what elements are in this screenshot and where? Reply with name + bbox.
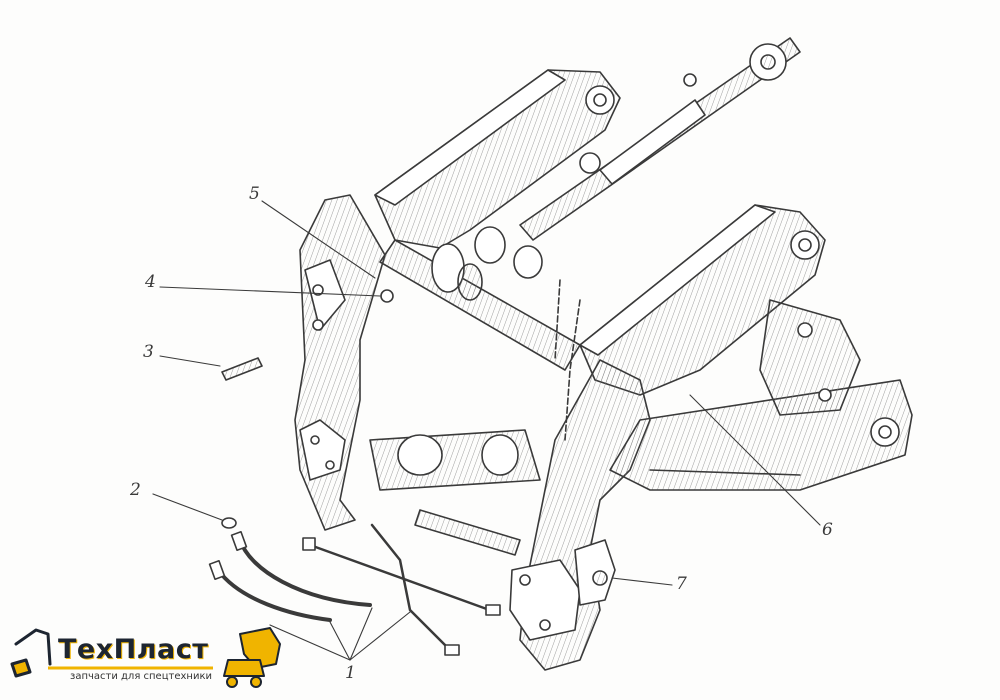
gear-housing [759,299,861,416]
callout-1: 1 [345,663,356,683]
excavator-icon [10,627,281,688]
washer [221,517,237,529]
callout-2: 2 [130,480,141,500]
pin [221,357,263,381]
check-chain [554,279,581,441]
left-side-bracket [294,194,386,531]
top-link-rod [519,37,801,241]
brand-logo: ТехПласт запчасти для спецтехники [8,624,300,696]
hydraulic-hoses [208,523,501,656]
upper-lift-arm [374,69,621,249]
lower-frame [609,379,913,491]
callout-5: 5 [249,184,260,204]
callout-6: 6 [822,520,833,540]
leader-lines [152,200,821,661]
callout-4: 4 [145,272,156,292]
cross-shaft [379,226,581,371]
callout-3: 3 [143,342,154,362]
brand-tagline: запчасти для спецтехники [70,671,212,682]
hydraulic-cylinder [369,429,541,556]
brand-name: ТехПласт [58,634,209,665]
callout-7: 7 [676,574,687,594]
bolt [380,289,394,303]
right-side-bracket [509,359,651,671]
